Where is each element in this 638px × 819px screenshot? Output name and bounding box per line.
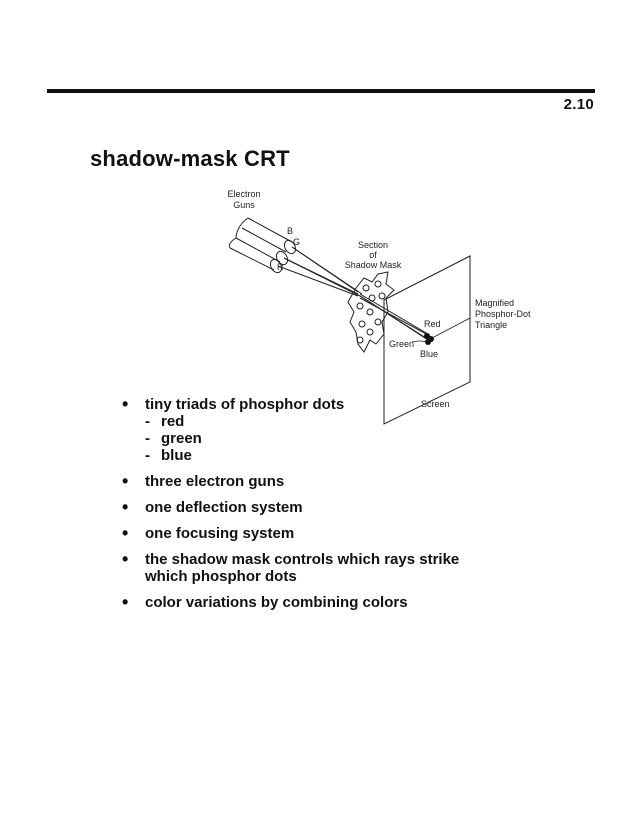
gun-r-label: R xyxy=(277,262,284,272)
bullet-text-continued: which phosphor dots xyxy=(145,568,297,585)
bullet-text: one deflection system xyxy=(145,499,303,516)
bullet-list: tiny triads of phosphor dots red green b… xyxy=(122,396,459,611)
phosphor-dot-triad xyxy=(424,333,434,345)
gun-b-label: B xyxy=(287,226,293,236)
gun-g-label: G xyxy=(293,237,300,247)
shadow-mask-label-line1: Section xyxy=(358,240,388,250)
sub-list: red green blue xyxy=(145,413,459,464)
magnified-label-line1: Magnified xyxy=(475,298,514,308)
magnified-label-line2: Phosphor-Dot xyxy=(475,309,531,319)
sub-item: green xyxy=(145,430,459,447)
shadow-mask-label-line2: of xyxy=(369,250,377,260)
blue-dot-label: Blue xyxy=(420,349,438,359)
bullet-item: three electron guns xyxy=(122,473,459,490)
page-title: shadow-mask CRT xyxy=(90,146,290,171)
green-dot-label: Green xyxy=(389,339,414,349)
bullet-text: tiny triads of phosphor dots xyxy=(145,396,345,413)
red-dot-label: Red xyxy=(424,319,441,329)
shadow-mask-label-line3: Shadow Mask xyxy=(345,260,402,270)
bullet-text: the shadow mask controls which rays stri… xyxy=(145,551,460,568)
screen-panel xyxy=(383,255,471,425)
bullet-item: the shadow mask controls which rays stri… xyxy=(122,551,459,585)
leader-lines xyxy=(411,317,471,343)
bullet-text: three electron guns xyxy=(145,473,285,490)
bullet-item: color variations by combining colors xyxy=(122,594,459,611)
bullet-text: color variations by combining colors xyxy=(145,594,408,611)
sub-item-text: blue xyxy=(161,447,192,464)
electron-guns-label-line2: Guns xyxy=(233,200,255,210)
page-number: 2.10 xyxy=(563,96,594,113)
sub-item: blue xyxy=(145,447,459,464)
shadow-mask-section xyxy=(347,271,395,353)
sub-item-text: green xyxy=(161,430,202,447)
sub-item: red xyxy=(145,413,459,430)
electron-guns xyxy=(228,217,297,274)
bullet-item: one deflection system xyxy=(122,499,459,516)
header-rule xyxy=(47,89,595,93)
sub-item-text: red xyxy=(161,413,185,430)
magnified-label-line3: Triangle xyxy=(475,320,507,330)
electron-beams xyxy=(277,246,431,341)
bullet-text: one focusing system xyxy=(145,525,295,542)
bullet-item: tiny triads of phosphor dots red green b… xyxy=(122,396,459,464)
electron-guns-label-line1: Electron xyxy=(227,189,260,199)
bullet-item: one focusing system xyxy=(122,525,459,542)
